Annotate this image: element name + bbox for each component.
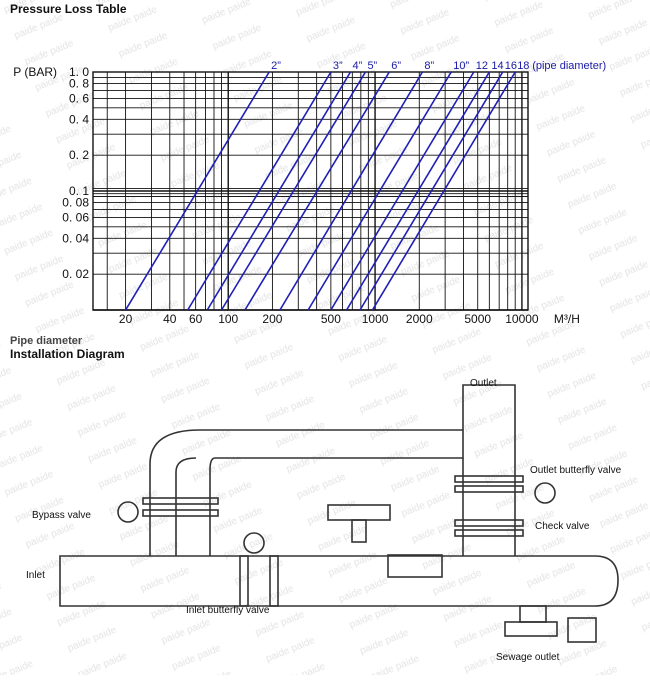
bypass-flange-1 xyxy=(142,497,219,505)
y-tick-label: 0. 8 xyxy=(69,77,89,91)
x-tick-label: 2000 xyxy=(406,312,433,326)
series-label: 14 xyxy=(491,60,503,72)
sewage-motor xyxy=(567,617,597,643)
bypass-valve-wheel xyxy=(117,501,139,523)
label-inlet: Inlet xyxy=(26,570,45,581)
bypass-flange-2 xyxy=(142,509,219,517)
outlet-flange-3 xyxy=(454,519,524,527)
label-check-valve: Check valve xyxy=(535,521,590,532)
x-tick-label: 200 xyxy=(262,312,282,326)
tank-top-box xyxy=(327,504,391,521)
y-axis-label: P (BAR) xyxy=(13,65,57,79)
y-tick-label: 0. 08 xyxy=(62,196,89,210)
inlet-flange-2 xyxy=(269,555,279,607)
pressure-loss-chart: 1. 00. 80. 6 0. 4 0. 2 0. 10. 080. 06 0. 04 0… xyxy=(13,60,606,326)
outlet-flange-4 xyxy=(454,529,524,537)
label-outlet-butterfly: Outlet butterfly valve xyxy=(530,465,622,476)
series-label: 8” xyxy=(424,60,434,72)
x-tick-label: 20 xyxy=(119,312,133,326)
y-tick-label: 0. 1 xyxy=(69,184,89,198)
series-label: 18 xyxy=(517,60,529,72)
y-tick-label: 1. 0 xyxy=(69,65,89,79)
label-inlet-butterfly: Inlet butterfly valve xyxy=(186,605,270,616)
series-label: 2” xyxy=(271,60,281,72)
y-tick-label: 0. 02 xyxy=(62,267,89,281)
series-label: 4” xyxy=(352,60,362,72)
page-title: Pressure Loss Table xyxy=(10,2,127,16)
x-tick-label: 10000 xyxy=(505,312,539,326)
series-line xyxy=(124,71,270,311)
label-outlet: Outlet xyxy=(470,378,497,389)
series-line xyxy=(330,71,475,311)
y-tick-label: 0. 6 xyxy=(69,91,89,105)
series-label: 16 xyxy=(505,60,517,72)
inlet-flange-1 xyxy=(239,555,249,607)
label-sewage-outlet: Sewage outlet xyxy=(496,652,560,663)
y-tick-label: 0. 06 xyxy=(62,210,89,224)
bypass-pipe-inner xyxy=(175,457,197,556)
x-axis-unit: M³/H xyxy=(554,312,580,326)
series-label: 12 xyxy=(476,60,488,72)
series-label: 3” xyxy=(333,60,343,72)
series-line xyxy=(220,71,367,311)
x-tick-label: 60 xyxy=(189,312,203,326)
chart-labels: 1. 00. 80. 6 0. 4 0. 2 0. 10. 080. 06 0. 04 0… xyxy=(13,60,606,326)
sewage-pipe xyxy=(519,605,547,623)
series-line xyxy=(345,71,491,311)
installation-diagram: Outlet Outlet butterfly valve Check valv… xyxy=(26,378,622,663)
x-tick-label: 100 xyxy=(218,312,238,326)
series-label: 5” xyxy=(367,60,377,72)
outlet-pipe xyxy=(462,384,516,556)
pipe-lines xyxy=(124,71,516,311)
y-tick-label: 0. 4 xyxy=(69,112,89,126)
y-tick-label: 0. 2 xyxy=(69,148,89,162)
tank-panel xyxy=(387,554,443,578)
y-tick-label: 0. 04 xyxy=(62,231,89,245)
series-line xyxy=(307,71,452,311)
outlet-valve-wheel xyxy=(534,482,556,504)
cut-off-text: Pipe diameter xyxy=(10,335,83,347)
series-line xyxy=(279,71,424,311)
series-line xyxy=(244,71,390,311)
sewage-valve xyxy=(504,621,558,637)
outlet-flange-1 xyxy=(454,475,524,483)
label-bypass-valve: Bypass valve xyxy=(32,510,91,521)
series-line xyxy=(359,71,504,311)
installation-title: Installation Diagram xyxy=(10,347,125,361)
x-tick-label: 5000 xyxy=(464,312,491,326)
series-line xyxy=(206,71,352,311)
chart-grid xyxy=(92,71,529,311)
series-label: 6” xyxy=(391,60,401,72)
x-tick-label: 500 xyxy=(321,312,341,326)
pipe-diameter-label: (pipe diameter) xyxy=(532,60,606,72)
bypass-pipe xyxy=(149,429,464,556)
series-label: 10” xyxy=(453,60,469,72)
tank-body xyxy=(59,555,619,607)
x-tick-label: 40 xyxy=(163,312,177,326)
tank-top-box-neck xyxy=(351,519,367,543)
inlet-valve-wheel xyxy=(243,532,265,554)
series-line xyxy=(371,71,516,311)
series-line xyxy=(187,71,332,311)
x-tick-label: 1000 xyxy=(362,312,389,326)
outlet-flange-2 xyxy=(454,485,524,493)
